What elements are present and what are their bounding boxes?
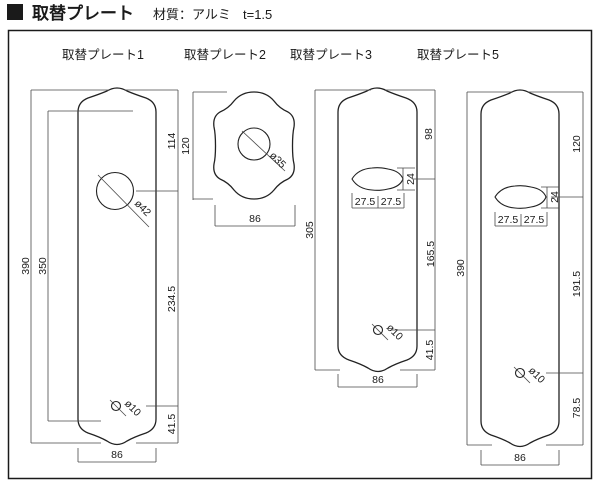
plate-1-center-hole-leader [97,174,150,228]
plate-3-spindle-slot [351,167,404,191]
plate-1-center-hole-dia-label: ø42 [132,198,153,219]
plate-3-top-to-slot-label: 98 [423,128,435,140]
plate-5-hole-dia-label: ø10 [526,365,547,386]
plate-1-hole-to-hole-label: 234.5 [166,286,178,312]
plate-1-outline [77,87,157,446]
black-square-icon [7,4,23,20]
plate-1-center-hole [95,171,135,211]
plate-1-hole-to-bottom-label: 41.5 [166,414,178,435]
plate-2-outline [213,91,295,200]
plate-3-slot-left-label: 27.5 [355,196,376,208]
plate-3-slot-right-label: 27.5 [381,196,402,208]
plate-3-slot-to-hole-label: 165.5 [425,241,437,267]
plate-3-slot-height-label: 24 [405,173,417,185]
plate-5-slot-height-label: 24 [549,191,561,203]
plate-1-bottom-hole [110,400,122,412]
plate-5-title: 取替プレート5 [417,48,499,62]
plate-3-drawing: 取替プレート3 ø10 305 98 24 27.5 27.5 165.5 41… [290,48,437,388]
plate-5-hole-to-bottom-label: 78.5 [571,398,583,419]
plate-5-outline [480,89,560,448]
plate-3-bottom-hole-leader [371,323,389,341]
plate-3-title: 取替プレート3 [290,48,372,62]
plate-5-dimension-lines [466,91,584,466]
plate-3-dimension-lines [314,89,436,388]
plate-1-title: 取替プレート1 [62,48,144,62]
plate-2-title: 取替プレート2 [184,48,266,62]
plate-3-width-label: 86 [372,374,384,386]
plate-2-dimension-lines [192,91,296,227]
material-spec: 材質：アルミ [153,7,231,22]
plate-2-drawing: 取替プレート2 ø35 120 86 [180,48,296,227]
plate-5-slot-right-label: 27.5 [524,214,545,226]
plate-1-body-height-label: 350 [37,257,49,275]
plate-3-hole-dia-label: ø10 [384,322,405,343]
plate-3-hole-to-bottom-label: 41.5 [424,340,436,361]
plate-5-overall-height-label: 390 [455,259,467,277]
plate-5-spindle-slot [494,185,547,209]
plate-1-dimension-lines [30,89,179,463]
plate-2-height-label: 120 [180,137,192,155]
plate-5-bottom-hole-leader [513,366,531,384]
plate-5-top-to-slot-label: 120 [571,135,583,153]
plate-1-bottom-hole-dia-label: ø10 [122,398,143,419]
plate-1-overall-height-label: 390 [20,257,32,275]
plate-2-hole-leader [241,130,286,172]
plate-2-hole-dia-label: ø35 [267,150,288,171]
drawing-frame [7,29,593,480]
plate-3-overall-height-label: 305 [304,221,316,239]
plate-2-width-label: 86 [249,213,261,225]
plate-1-bottom-hole-leader [109,399,127,417]
plate-1-drawing: 取替プレート1 ø42 ø10 390 350 114 234.5 41.5 8… [20,48,179,463]
plate-5-slot-left-label: 27.5 [498,214,519,226]
plate-5-slot-to-hole-label: 191.5 [571,271,583,297]
plate-5-bottom-hole [514,367,526,379]
plate-1-width-label: 86 [111,449,123,461]
page-title: 取替プレート [32,3,134,23]
plate-3-bottom-hole [372,324,384,336]
plate-2-hole [237,127,271,161]
header: 取替プレート 材質：アルミ t=1.5 [7,3,272,23]
plate-5-width-label: 86 [514,452,526,464]
plate-5-drawing: 取替プレート5 ø10 390 120 24 27.5 27.5 191.5 7… [417,48,584,466]
plate-1-top-to-hole-label: 114 [166,132,178,149]
thickness-spec: t=1.5 [243,7,272,22]
plate-3-outline [337,87,418,373]
